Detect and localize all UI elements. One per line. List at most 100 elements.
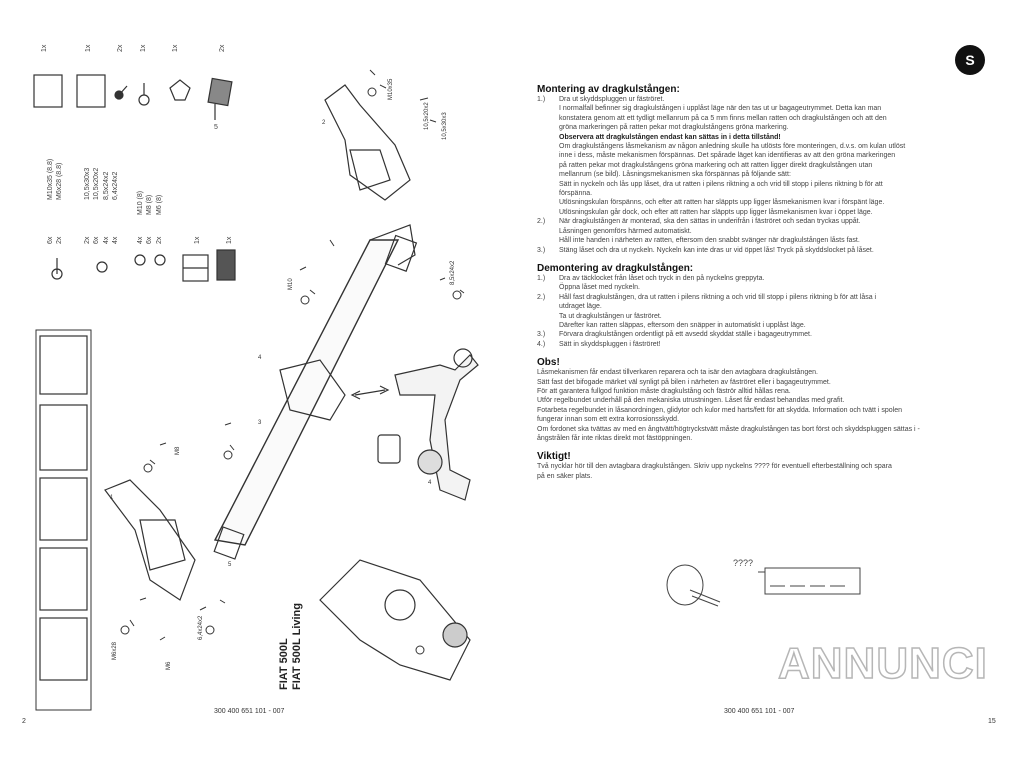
qty: 6x — [146, 236, 154, 244]
line-text: inne i dess, måste mekanismen förspännas… — [559, 152, 896, 160]
note-line: För att garantera fullgod funktion måste… — [537, 387, 791, 395]
diagram-label: 10,5x20x2 — [424, 102, 430, 130]
instruction-line: I normalfall befinner sig dragkulstången… — [537, 104, 997, 113]
document-code: 300 400 651 101 - 007 — [724, 708, 795, 715]
spec: M6x28 (8.8) — [56, 162, 64, 200]
instruction-line: Ta ut dragkulstången ur fäströret. — [537, 312, 997, 321]
line-text: Låsningen genomförs härmed automatiskt. — [559, 227, 692, 235]
line-text: När dragkulstången är monterad, ska den … — [559, 218, 861, 226]
key-icon — [666, 564, 704, 606]
warning-text: Observera att dragkulstången endast kan … — [559, 133, 781, 141]
watermark: ANNUNCI — [777, 639, 988, 689]
qty: 4x — [137, 236, 144, 244]
instruction-line: Låsningen genomförs härmed automatiskt. — [537, 227, 997, 236]
spec: 6,4x24x2 — [112, 171, 120, 200]
note-line: ångstrålen får inte riktas direkt mot fä… — [537, 435, 693, 442]
instructions-text: Montering av dragkulstången:1.)Dra ut sk… — [537, 84, 997, 481]
spec: M10 (8) — [137, 190, 144, 215]
step-number: 4.) — [537, 340, 546, 348]
line-text: gröna markeringen på ratten pekar mot dr… — [559, 124, 789, 132]
instruction-line: konstatera genom att ett tydligt mellanr… — [537, 114, 997, 123]
diagram-label: M8 — [175, 446, 181, 455]
towbar-exploded-diagram — [33, 69, 479, 711]
diagram-label: M10x35 — [388, 78, 394, 100]
instruction-line: Om dragkulstångens låsmekanism av någon … — [537, 142, 997, 151]
line-text: Utlösningskulan går dock, och efter att … — [559, 208, 873, 216]
line-text: Dra av täcklocket från låset och tryck i… — [559, 274, 765, 282]
qty: 2x — [155, 236, 163, 244]
section-heading: Demontering av dragkulstången: — [537, 262, 694, 274]
qty: 2x — [84, 236, 91, 244]
spec: M6 (8) — [155, 194, 163, 215]
instruction-line: utdraget läge. — [537, 302, 997, 311]
note-line: Fotarbeta regelbundet in låsanordningen,… — [537, 406, 902, 414]
line-text: Utlösningskulan förspänns, och efter att… — [559, 199, 885, 207]
diagram-label: 8,5x24x2 — [450, 260, 456, 285]
fastener-spec: M10x35 (8.8)M6x28 (8.8) — [46, 159, 65, 200]
instruction-line: Håll inte handen i närheten av ratten, e… — [537, 236, 997, 245]
line-text: Därefter kan ratten släppas, eftersom de… — [559, 321, 806, 329]
instruction-line: Utlösningskulan förspänns, och efter att… — [537, 198, 997, 207]
note-line: Låsmekanismen får endast tillverkaren re… — [537, 369, 818, 377]
instruction-line: 1.) Dra ut skyddspluggen ur fäströret. — [537, 95, 997, 104]
qty: 6x — [47, 236, 54, 244]
step-number: 1.) — [537, 96, 546, 103]
spec: 10,5x20x2 — [93, 167, 101, 200]
line-text: Ta ut dragkulstången ur fäströret. — [559, 312, 662, 320]
instruction-line: gröna markeringen på ratten pekar mot dr… — [537, 123, 997, 132]
line-text: Håll fast dragkulstången, dra ut ratten … — [559, 293, 877, 301]
section-heading: Obs! — [537, 357, 560, 369]
line-text: förspänna. — [559, 190, 593, 198]
instruction-line: förspänna. — [537, 189, 997, 198]
line-text: Sätt in skyddspluggen i fäströret! — [559, 340, 661, 348]
qty: 6x — [93, 236, 101, 244]
qty: 4x — [102, 236, 110, 244]
instruction-line: Öppna låset med nyckeln. — [537, 283, 997, 292]
line-text: Öppna låset med nyckeln. — [559, 284, 640, 292]
diagram-label: M6x28 — [112, 641, 118, 660]
line-text: utdraget läge. — [559, 303, 602, 311]
instruction-line: 2.)Håll fast dragkulstången, dra ut ratt… — [537, 293, 997, 302]
line-text: konstatera genom att ett tydligt mellanr… — [559, 114, 887, 122]
step-number: 1.) — [537, 274, 546, 282]
instruction-line: 4.) Sätt in skyddspluggen i fäströret! — [537, 340, 997, 349]
spec: M8 (8) — [146, 194, 154, 215]
spec: M10x35 (8.8) — [47, 158, 54, 200]
instruction-line: på ratten pekar mot dragkulstångens grön… — [537, 161, 997, 170]
instruction-line: 2.)När dragkulstången är monterad, ska d… — [537, 217, 997, 226]
line-text: Stäng låset och dra ut nyckeln. Nyckeln … — [559, 246, 874, 254]
line-text: Sätt in nyckeln och lås upp låset, dra u… — [559, 180, 883, 188]
line-text: mellanrum (se bild). Låsningsmekanismen … — [559, 171, 791, 179]
instruction-line: Sätt in nyckeln och lås upp låset, dra u… — [537, 180, 997, 189]
note-line: Sätt fast det bifogade märket väl synlig… — [537, 378, 831, 386]
vehicle-name: FIAT 500L — [278, 638, 290, 690]
diagram-label: 4 — [428, 480, 432, 486]
diagram-label: 1 — [110, 495, 114, 501]
line-text: Förvara dragkulstången ordentligt på ett… — [559, 331, 812, 339]
instruction-line: 3.) Stäng låset och dra ut nyckeln. Nycke… — [537, 246, 997, 255]
diagram-label: 6,4x24x2 — [198, 615, 204, 640]
instruction-line: Utlösningskulan går dock, och efter att … — [537, 208, 997, 217]
instruction-line: Därefter kan ratten släppas, eftersom de… — [537, 321, 997, 330]
diagram-label: 10,5x30x3 — [442, 112, 448, 140]
line-text: Dra ut skyddspluggen ur fäströret. — [559, 96, 665, 103]
key-number-illustration — [666, 564, 861, 607]
instruction-line: Observera att dragkulstången endast kan … — [537, 133, 997, 142]
page-number: 2 — [22, 718, 26, 725]
step-number: 3.) — [537, 246, 546, 254]
fastener-qty: 1x — [194, 236, 201, 244]
diagram-label: M10 — [288, 278, 294, 290]
line-text: Håll inte handen i närheten av ratten, e… — [559, 237, 860, 245]
page-number: 15 — [988, 718, 996, 725]
diagram-label: M6 — [166, 661, 172, 670]
booklet-icon — [76, 74, 106, 108]
part-ref: 5 — [214, 124, 218, 131]
spec: 10,5x30x3 — [84, 167, 91, 200]
step-number: 3.) — [537, 331, 546, 339]
diagram-label: 4 — [258, 355, 262, 361]
qty: 2x — [56, 236, 64, 244]
